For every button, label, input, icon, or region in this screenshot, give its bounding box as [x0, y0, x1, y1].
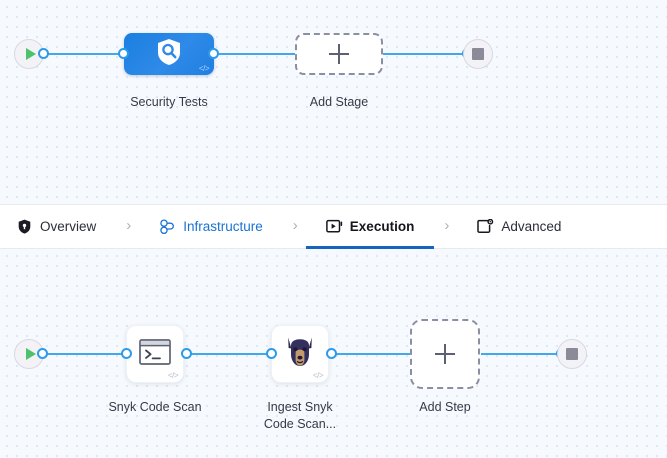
port-ingest-out[interactable]: [326, 348, 337, 359]
play-box-icon: [325, 218, 343, 235]
edge-start-to-security: [44, 53, 128, 55]
code-badge: </>: [312, 371, 324, 380]
add-step-button[interactable]: [410, 319, 480, 389]
steps-canvas[interactable]: </> Snyk Code Scan </>: [0, 249, 667, 458]
port-step-start-out[interactable]: [37, 348, 48, 359]
tab-execution-label: Execution: [349, 219, 415, 234]
play-icon: [25, 48, 36, 60]
port-snyk-in[interactable]: [121, 348, 132, 359]
stages-canvas[interactable]: </> Security Tests Add Stage: [0, 0, 667, 204]
add-stage-label: Add Stage: [309, 95, 369, 109]
plus-icon: [435, 344, 455, 364]
edge-start-to-snyk: [42, 353, 128, 355]
add-step-label: Add Step: [419, 400, 471, 414]
shield-search-icon: [156, 38, 182, 71]
step-label-ingest-snyk: Ingest Snyk Code Scan...: [240, 399, 360, 433]
step-label-ingest-snyk-line1: Ingest Snyk: [267, 400, 333, 414]
cluster-nodes-icon: [159, 218, 176, 235]
port-security-out[interactable]: [208, 48, 219, 59]
tab-advanced-label: Advanced: [501, 219, 562, 234]
tab-infrastructure-label: Infrastructure: [183, 219, 263, 234]
step-label-ingest-snyk-line2: Code Scan...: [263, 417, 337, 431]
tab-overview-label: Overview: [40, 219, 97, 234]
step-label-snyk-code-scan: Snyk Code Scan: [108, 400, 202, 414]
stage-node-security-tests[interactable]: </>: [124, 33, 214, 75]
pipeline-end-node[interactable]: [463, 39, 493, 69]
add-stage-button[interactable]: [295, 33, 383, 75]
stop-icon: [566, 348, 578, 360]
tab-infrastructure[interactable]: Infrastructure: [157, 204, 265, 249]
port-start-out[interactable]: [38, 48, 49, 59]
bracket-gear-icon: [477, 218, 494, 235]
edge-addstage-to-end: [380, 53, 468, 55]
shield-icon: [16, 218, 33, 235]
edge-snyk-to-ingest: [186, 353, 274, 355]
port-ingest-in[interactable]: [266, 348, 277, 359]
terminal-icon: [139, 338, 171, 370]
snyk-dog-icon: [285, 336, 315, 373]
edge-security-to-addstage: [208, 53, 303, 55]
stage-label-security-tests: Security Tests: [130, 95, 208, 109]
tab-separator: ›: [444, 217, 450, 234]
tab-execution[interactable]: Execution: [305, 204, 434, 249]
step-end-node[interactable]: [557, 339, 587, 369]
tab-overview[interactable]: Overview: [14, 204, 98, 249]
pipeline-tabbar: Overview › Infrastructure ›: [0, 204, 667, 249]
port-security-in[interactable]: [118, 48, 129, 59]
play-icon: [25, 348, 36, 360]
step-node-ingest-snyk[interactable]: </>: [271, 325, 329, 383]
code-badge: </>: [198, 64, 210, 73]
stop-icon: [472, 48, 484, 60]
step-node-snyk-code-scan[interactable]: </>: [126, 325, 184, 383]
tab-separator: ›: [126, 217, 132, 234]
edge-ingest-to-addstep: [331, 353, 411, 355]
plus-icon: [329, 44, 349, 64]
tab-advanced[interactable]: Advanced: [475, 204, 563, 249]
edge-addstep-to-end: [481, 353, 561, 355]
port-snyk-out[interactable]: [181, 348, 192, 359]
tab-separator: ›: [292, 217, 298, 234]
code-badge: </>: [167, 371, 179, 380]
